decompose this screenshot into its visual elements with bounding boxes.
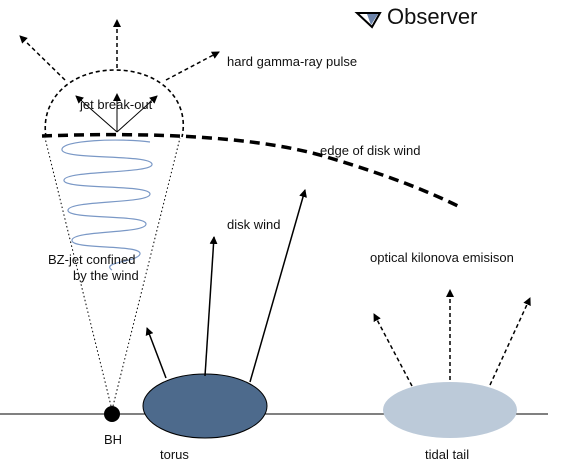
arrow-dome-right [165, 51, 220, 81]
arrow-inner-left [75, 95, 118, 133]
bz-jet-helix [61, 139, 153, 271]
arrow-inner-right [116, 95, 158, 133]
kilonova-arrow-right [489, 297, 531, 386]
label-disk-wind: disk wind [227, 217, 280, 232]
observer-icon [354, 12, 382, 29]
label-tidal-tail: tidal tail [425, 447, 469, 462]
cone-right-edge [111, 137, 181, 411]
label-jet-breakout: jet break-out [79, 97, 153, 112]
bh-dot [104, 406, 120, 422]
disk-wind-arrow-3 [249, 189, 307, 383]
observer-label: Observer [387, 4, 477, 29]
label-bh: BH [104, 432, 122, 447]
disk-wind-arrow-1 [145, 327, 167, 379]
arrow-dome-left [19, 35, 66, 81]
label-bz-jet-line1: BZ-jet confined [48, 252, 135, 267]
disk-wind-arrow-2 [204, 236, 218, 377]
label-optical-kilonova: optical kilonova emisison [370, 250, 514, 265]
label-torus: torus [160, 447, 189, 462]
disk-wind-edge [41, 132, 463, 210]
cone-left-edge [44, 137, 113, 411]
tidal-tail-ellipse [383, 382, 517, 438]
breakout-dome [44, 69, 185, 138]
kilonova-arrow-left [373, 313, 413, 387]
label-bz-jet-line2: by the wind [73, 268, 139, 283]
label-edge-disk-wind: edge of disk wind [320, 143, 420, 158]
label-hard-gamma: hard gamma-ray pulse [227, 54, 357, 69]
torus-ellipse [142, 373, 268, 439]
